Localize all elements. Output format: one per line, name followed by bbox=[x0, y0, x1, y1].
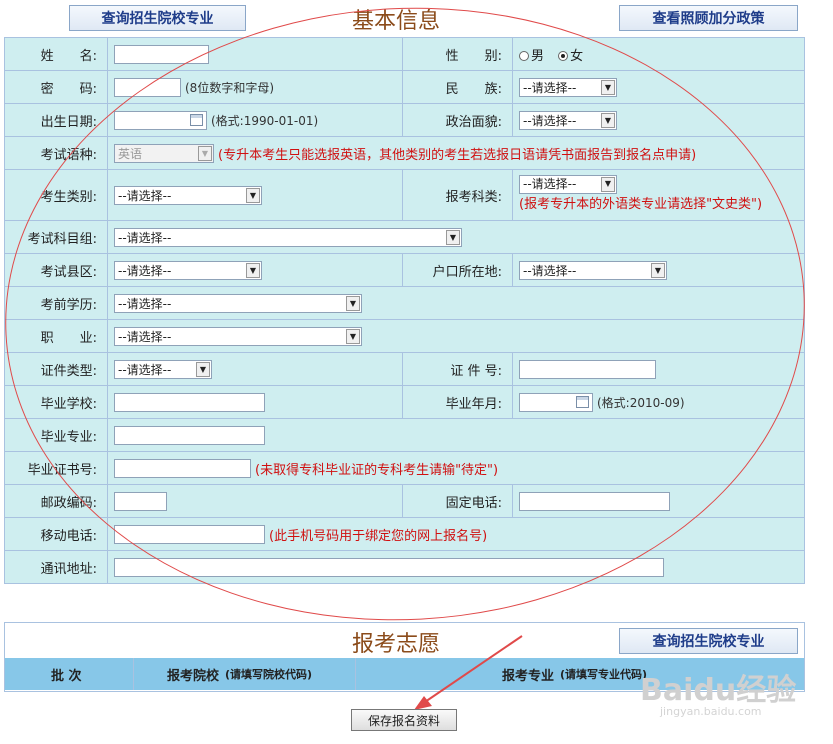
political-label: 政治面貌: bbox=[402, 103, 513, 137]
chevron-down-icon: ▼ bbox=[601, 112, 615, 128]
chevron-down-icon: ▼ bbox=[346, 328, 360, 344]
id-type-label: 证件类型: bbox=[4, 352, 108, 386]
col-major: 报考专业(请填写专业代码) bbox=[502, 668, 648, 684]
mobile-label: 移动电话: bbox=[4, 517, 108, 551]
exam-county-select[interactable]: --请选择--▼ bbox=[114, 260, 262, 280]
password-hint: (8位数字和字母) bbox=[185, 80, 274, 95]
calendar-icon[interactable] bbox=[190, 113, 203, 126]
gender-male-radio[interactable] bbox=[519, 51, 529, 61]
cert-number-input[interactable] bbox=[114, 458, 251, 478]
chevron-down-icon: ▼ bbox=[651, 262, 665, 278]
password-input[interactable] bbox=[114, 77, 181, 97]
mobile-input[interactable] bbox=[114, 524, 265, 544]
wish-title: 报考志愿 bbox=[352, 632, 441, 657]
password-label: 密 码: bbox=[4, 70, 108, 104]
category-label: 考生类别: bbox=[4, 169, 108, 221]
wish-section bbox=[4, 622, 805, 692]
subject-label: 报考科类: bbox=[402, 169, 513, 221]
school-input[interactable] bbox=[114, 392, 265, 412]
chevron-down-icon: ▼ bbox=[196, 361, 210, 377]
address-label: 通讯地址: bbox=[4, 550, 108, 584]
grad-month-input[interactable] bbox=[519, 392, 593, 412]
major-label: 毕业专业: bbox=[4, 418, 108, 452]
chevron-down-icon: ▼ bbox=[601, 176, 615, 192]
cert-number-label: 毕业证书号: bbox=[4, 451, 108, 485]
name-label: 姓 名: bbox=[4, 37, 108, 71]
chevron-down-icon: ▼ bbox=[246, 187, 260, 203]
subject-select[interactable]: --请选择--▼ bbox=[519, 174, 617, 194]
gender-male-label: 男 bbox=[531, 48, 545, 64]
gender-label: 性 别: bbox=[402, 37, 513, 71]
school-label: 毕业学校: bbox=[4, 385, 108, 419]
calendar-icon[interactable] bbox=[576, 395, 589, 408]
subject-note: (报考专升本的外语类专业请选择"文史类") bbox=[519, 196, 763, 212]
language-label: 考试语种: bbox=[4, 136, 108, 170]
subject-group-label: 考试科目组: bbox=[4, 220, 108, 254]
chevron-down-icon: ▼ bbox=[198, 145, 212, 161]
basic-info-title: 基本信息 bbox=[352, 9, 441, 34]
mobile-note: (此手机号码用于绑定您的网上报名号) bbox=[269, 528, 488, 544]
query-schools-button[interactable]: 查询招生院校专业 bbox=[69, 5, 246, 31]
address-input[interactable] bbox=[114, 557, 664, 577]
view-bonus-policy-button[interactable]: 查看照顾加分政策 bbox=[619, 5, 798, 31]
zip-input[interactable] bbox=[114, 491, 167, 511]
phone-label: 固定电话: bbox=[402, 484, 513, 518]
query-schools-button-2[interactable]: 查询招生院校专业 bbox=[619, 628, 798, 654]
chevron-down-icon: ▼ bbox=[346, 295, 360, 311]
political-select[interactable]: --请选择--▼ bbox=[519, 110, 617, 130]
grad-month-hint: (格式:2010-09) bbox=[597, 395, 685, 410]
phone-input[interactable] bbox=[519, 491, 670, 511]
watermark-logo: Baidu经验 bbox=[640, 673, 797, 708]
id-number-label: 证 件 号: bbox=[402, 352, 513, 386]
zip-label: 邮政编码: bbox=[4, 484, 108, 518]
language-note: (专升本考生只能选报英语，其他类别的考生若选报日语请凭书面报告到报名点申请) bbox=[218, 147, 697, 163]
job-label: 职 业: bbox=[4, 319, 108, 353]
gender-female-label: 女 bbox=[570, 48, 584, 64]
job-select[interactable]: --请选择--▼ bbox=[114, 326, 362, 346]
exam-county-label: 考试县区: bbox=[4, 253, 108, 287]
language-select[interactable]: 英语▼ bbox=[114, 143, 214, 163]
category-select[interactable]: --请选择--▼ bbox=[114, 185, 262, 205]
birthdate-input[interactable] bbox=[114, 110, 207, 130]
save-button[interactable]: 保存报名资料 bbox=[351, 709, 457, 731]
chevron-down-icon: ▼ bbox=[446, 229, 460, 245]
grad-month-label: 毕业年月: bbox=[402, 385, 513, 419]
chevron-down-icon: ▼ bbox=[246, 262, 260, 278]
ethnicity-select[interactable]: --请选择--▼ bbox=[519, 77, 617, 97]
birthdate-hint: (格式:1990-01-01) bbox=[211, 113, 319, 128]
education-label: 考前学历: bbox=[4, 286, 108, 320]
annotation-arrow bbox=[414, 635, 523, 710]
hukou-label: 户口所在地: bbox=[402, 253, 513, 287]
subject-group-select[interactable]: --请选择--▼ bbox=[114, 227, 462, 247]
watermark-url: jingyan.baidu.com bbox=[660, 705, 762, 718]
hukou-select[interactable]: --请选择--▼ bbox=[519, 260, 667, 280]
col-school: 报考院校(请填写院校代码) bbox=[167, 668, 313, 684]
ethnicity-label: 民 族: bbox=[402, 70, 513, 104]
wish-table-header: 批 次 报考院校(请填写院校代码) 报考专业(请填写专业代码) bbox=[5, 658, 804, 690]
major-input[interactable] bbox=[114, 425, 265, 445]
id-type-select[interactable]: --请选择--▼ bbox=[114, 359, 212, 379]
education-select[interactable]: --请选择--▼ bbox=[114, 293, 362, 313]
gender-female-radio[interactable] bbox=[558, 51, 569, 61]
id-number-input[interactable] bbox=[519, 359, 656, 379]
col-batch: 批 次 bbox=[51, 668, 82, 684]
cert-number-note: (未取得专科毕业证的专科考生请输"待定") bbox=[255, 462, 499, 478]
basic-info-form: 姓 名: 性 别: 男 女 密 码: (8位数字和字母) 民 族: --请选择-… bbox=[4, 37, 805, 584]
name-input[interactable] bbox=[114, 44, 209, 64]
chevron-down-icon: ▼ bbox=[601, 79, 615, 95]
birthdate-label: 出生日期: bbox=[4, 103, 108, 137]
